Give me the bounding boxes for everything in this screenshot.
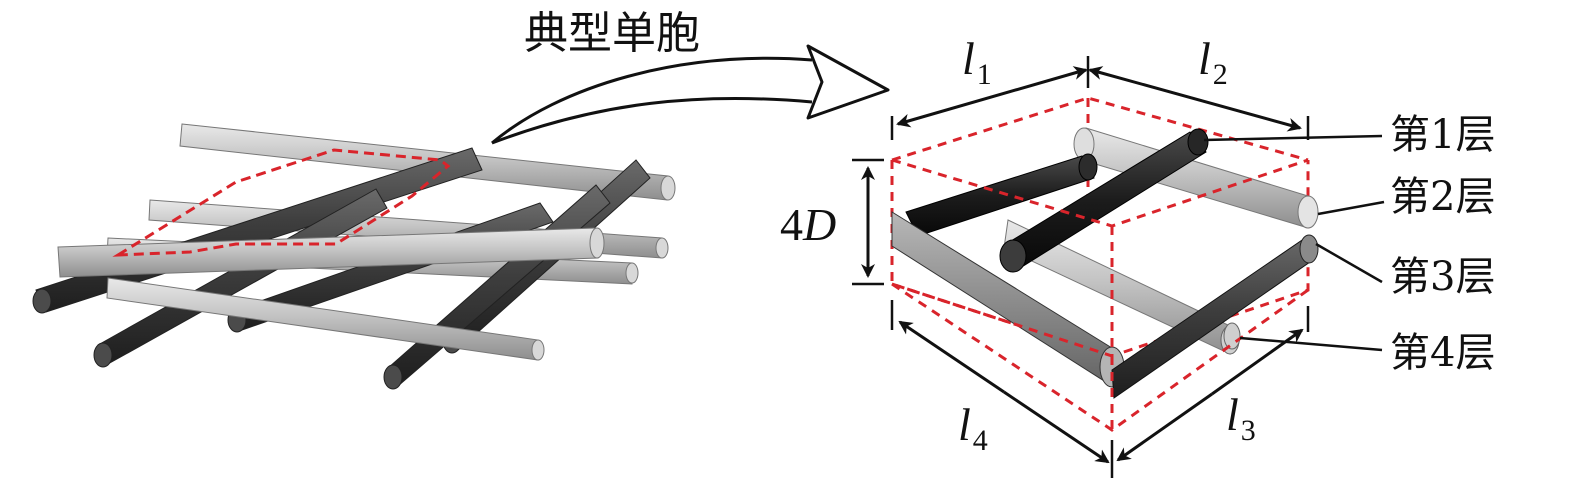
label-l1: l1: [962, 33, 992, 91]
extension-lines: [852, 56, 1310, 478]
curved-arrow: [491, 44, 890, 145]
caption-typical-cell: 典型单胞: [524, 8, 700, 59]
leader-lines: [1203, 134, 1385, 352]
light-rod-fourth: [106, 277, 545, 361]
rod-layer-1-b: [999, 128, 1209, 273]
label-layer-1: 第1层: [1390, 112, 1495, 158]
light-rod-top: [179, 123, 676, 201]
dashed-box-front: [891, 158, 1309, 432]
label-4d: 4D: [780, 199, 836, 250]
label-layer-3: 第3层: [1390, 254, 1495, 300]
label-l3: l3: [1226, 389, 1256, 447]
label-layer-4: 第4层: [1390, 330, 1495, 376]
label-l4: l4: [958, 399, 988, 457]
dark-rod-5: [383, 184, 611, 390]
label-layer-2: 第2层: [1390, 174, 1495, 220]
unit-cell: [890, 96, 1319, 432]
label-l2: l2: [1198, 33, 1228, 91]
rod-layer-2: [1073, 127, 1319, 229]
rod-layer-3-b: [1111, 234, 1319, 399]
dimension-arrows: [861, 66, 1304, 464]
light-rod-long-front: [57, 227, 605, 278]
rod-network: [32, 123, 676, 390]
